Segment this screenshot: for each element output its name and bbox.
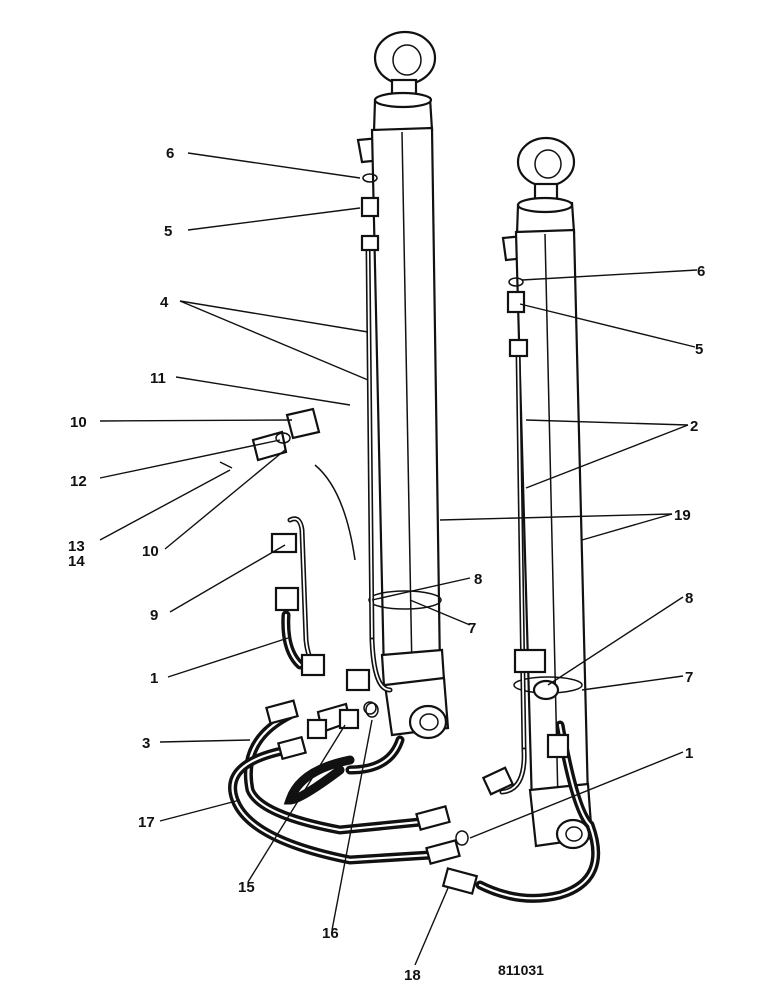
callout-6-left: 6 xyxy=(166,145,174,162)
leader-lines xyxy=(99,152,698,966)
callout-10-upper: 10 xyxy=(70,414,87,431)
callout-17: 17 xyxy=(138,814,155,831)
callout-14: 14 xyxy=(68,553,85,570)
left-cylinder xyxy=(356,30,450,740)
callout-7-left: 7 xyxy=(468,620,476,637)
callout-4: 4 xyxy=(160,294,169,311)
callout-12: 12 xyxy=(70,473,87,490)
callout-16: 16 xyxy=(322,925,339,942)
callout-2: 2 xyxy=(690,418,698,435)
callout-7-right: 7 xyxy=(685,669,693,686)
hoses-and-fittings xyxy=(219,407,601,903)
callout-1-left: 1 xyxy=(150,670,158,687)
callout-5-left: 5 xyxy=(164,223,172,240)
drawing-reference-number: 811031 xyxy=(498,962,544,978)
callout-13: 13 xyxy=(68,538,85,555)
callout-19: 19 xyxy=(674,507,691,524)
callout-1-right: 1 xyxy=(685,745,693,762)
callout-labels: 6 5 4 11 10 12 13 14 10 9 1 3 17 15 16 1… xyxy=(68,145,705,984)
callout-15: 15 xyxy=(238,879,255,896)
callout-11: 11 xyxy=(150,370,166,387)
callout-18: 18 xyxy=(404,967,421,984)
callout-5-right: 5 xyxy=(695,341,703,358)
callout-9: 9 xyxy=(150,607,158,624)
callout-8-right: 8 xyxy=(685,590,693,607)
callout-10-lower: 10 xyxy=(142,543,159,560)
callout-3: 3 xyxy=(142,735,150,752)
callout-8-left: 8 xyxy=(474,571,482,588)
callout-6-right: 6 xyxy=(697,263,705,280)
